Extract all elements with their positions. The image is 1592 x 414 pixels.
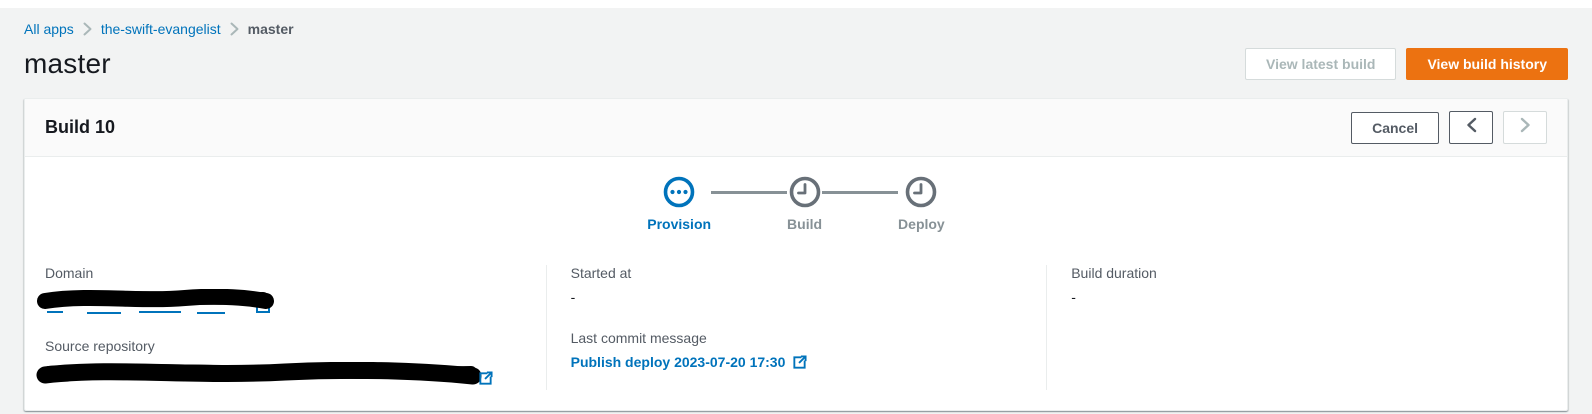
top-nav-edge <box>0 0 1592 8</box>
page-header: master View latest build View build hist… <box>24 48 1568 80</box>
redaction-scribble <box>36 362 482 385</box>
last-commit-link[interactable]: Publish deploy 2023-07-20 17:30 <box>571 354 808 370</box>
pending-clock-icon <box>905 176 937 208</box>
started-at-field: Started at - <box>571 265 1023 309</box>
page-title: master <box>24 48 111 79</box>
breadcrumb-app-name[interactable]: the-swift-evangelist <box>100 21 221 37</box>
step-label: Build <box>787 216 823 232</box>
started-at-label: Started at <box>570 265 632 281</box>
step-deploy: Deploy <box>898 176 945 232</box>
chevron-right-icon <box>1520 117 1531 138</box>
redaction-scribble <box>37 289 274 314</box>
started-at-value: - <box>570 289 576 305</box>
build-card-title: Build 10 <box>45 117 116 137</box>
source-repository-label: Source repository <box>45 338 155 354</box>
pending-clock-icon <box>789 176 821 208</box>
last-commit-field: Last commit message Publish deploy 2023-… <box>571 330 1023 372</box>
domain-value-redacted[interactable] <box>35 289 522 317</box>
build-card: Build 10 Cancel <box>24 98 1568 411</box>
build-duration-field: Build duration - <box>1071 265 1523 309</box>
chevron-right-icon <box>230 22 239 36</box>
view-build-history-button[interactable]: View build history <box>1406 48 1568 80</box>
details-column-3: Build duration - <box>1046 265 1547 390</box>
step-provision: Provision <box>647 176 711 232</box>
build-duration-label: Build duration <box>1071 265 1157 281</box>
build-progress-stepper: Provision Build <box>45 176 1547 232</box>
last-commit-link-text: Publish deploy 2023-07-20 17:30 <box>570 354 786 370</box>
view-latest-build-button[interactable]: View latest build <box>1245 48 1397 80</box>
chevron-left-icon <box>1466 117 1477 138</box>
previous-build-button[interactable] <box>1449 111 1493 144</box>
next-build-button[interactable] <box>1503 111 1547 144</box>
step-connector <box>711 191 788 194</box>
step-label: Deploy <box>898 216 945 232</box>
external-link-icon <box>792 354 807 370</box>
last-commit-label: Last commit message <box>570 330 707 346</box>
cancel-build-button[interactable]: Cancel <box>1351 111 1439 144</box>
step-connector <box>822 191 899 194</box>
domain-label: Domain <box>45 265 94 281</box>
domain-field: Domain <box>37 265 522 317</box>
build-duration-value: - <box>1071 289 1076 305</box>
source-repository-value-redacted[interactable] <box>35 362 522 390</box>
source-repository-field: Source repository <box>36 338 522 390</box>
build-details: Domain Source reposi <box>36 265 1547 390</box>
details-column-1: Domain Source reposi <box>36 265 546 390</box>
external-link-icon <box>478 370 493 386</box>
step-label: Provision <box>647 216 712 232</box>
details-column-2: Started at - Last commit message Publish… <box>545 265 1047 390</box>
breadcrumb: All apps the-swift-evangelist master <box>24 21 1568 37</box>
chevron-right-icon <box>83 22 92 36</box>
step-build: Build <box>787 176 822 232</box>
breadcrumb-all-apps[interactable]: All apps <box>24 21 74 37</box>
breadcrumb-current-branch: master <box>247 21 294 37</box>
build-card-header: Build 10 Cancel <box>25 99 1567 157</box>
in-progress-ellipsis-icon <box>663 176 695 208</box>
